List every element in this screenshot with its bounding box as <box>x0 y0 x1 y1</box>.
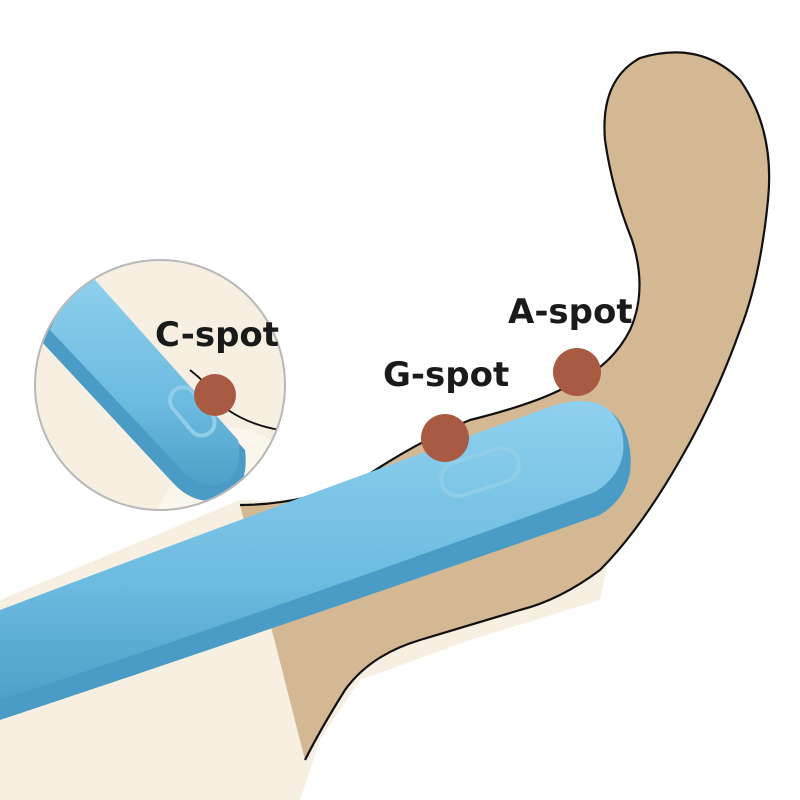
c-spot-marker <box>194 374 236 416</box>
tissue-canal <box>239 51 771 761</box>
device <box>0 401 631 720</box>
inset-magnifier <box>34 259 286 511</box>
c-spot-label: C-spot <box>155 315 279 355</box>
a-spot-marker <box>553 348 601 396</box>
a-spot-label: A-spot <box>508 292 633 332</box>
g-spot-label: G-spot <box>383 355 509 395</box>
g-spot-marker <box>421 414 469 462</box>
